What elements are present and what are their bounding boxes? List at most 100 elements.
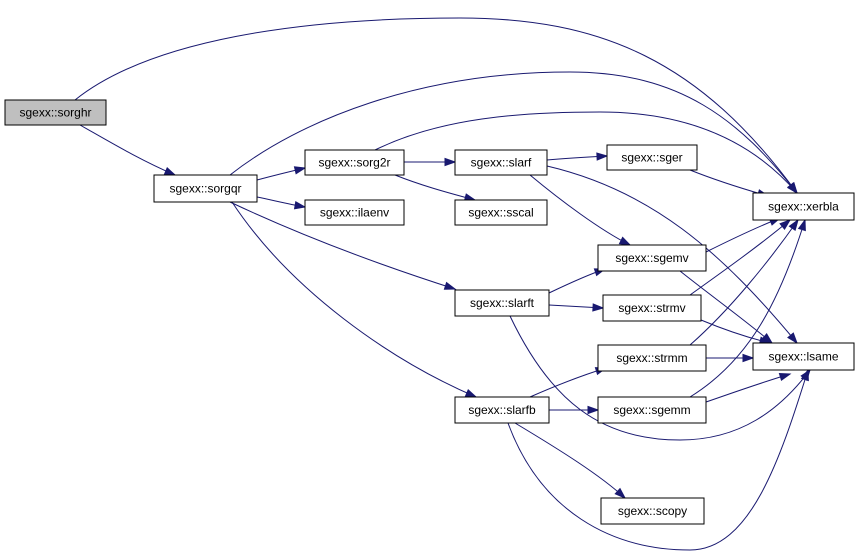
node-label: sgexx::sgemv	[615, 251, 688, 265]
node-strmv[interactable]: sgexx::strmv	[602, 294, 702, 322]
edge-line	[689, 169, 769, 197]
edge-sorghr-to-sorgqr	[79, 124, 177, 176]
arrowhead	[779, 219, 792, 230]
node-box	[752, 192, 855, 221]
node-box	[597, 396, 707, 424]
arrowhead	[587, 405, 600, 415]
node-box	[304, 149, 405, 176]
arrowhead	[293, 201, 307, 210]
node-label: sgexx::slarft	[470, 296, 535, 310]
node-box	[597, 244, 707, 272]
node-label: sgexx::sgemm	[613, 403, 690, 417]
node-sscal[interactable]: sgexx::sscal	[454, 199, 548, 226]
node-scopy[interactable]: sgexx::scopy	[600, 497, 705, 525]
edge-line	[529, 367, 607, 398]
arrowhead	[786, 182, 798, 195]
edge-slarfb-to-strmm	[529, 367, 608, 398]
nodes-layer: sgexx::sorghrsgexx::sorgqrsgexx::sorg2rs…	[4, 99, 855, 525]
edge-line	[689, 219, 791, 296]
node-box	[454, 396, 550, 424]
edge-strmm-to-xerbla	[689, 218, 799, 346]
arrowhead	[742, 353, 755, 363]
arrowhead	[778, 372, 792, 382]
node-sgemm[interactable]: sgexx::sgemm	[597, 396, 707, 424]
edge-line	[229, 201, 456, 290]
edge-line	[74, 17, 798, 194]
node-sgemv[interactable]: sgexx::sgemv	[597, 244, 707, 272]
node-sorgqr[interactable]: sgexx::sorgqr	[153, 174, 258, 203]
edge-sorg2r-to-sscal	[394, 174, 477, 202]
node-label: sgexx::scopy	[618, 504, 687, 518]
node-sorghr[interactable]: sgexx::sorghr	[4, 99, 107, 126]
arrowhead	[163, 166, 177, 176]
node-lsame[interactable]: sgexx::lsame	[752, 342, 855, 371]
edge-slarft-to-sgemv	[548, 268, 607, 294]
node-label: sgexx::ilaenv	[320, 206, 389, 220]
node-box	[153, 174, 258, 203]
edge-sorgqr-to-sorg2r	[256, 166, 307, 181]
node-box	[454, 199, 548, 226]
edge-sorgqr-to-ilaenv	[256, 196, 307, 210]
node-box	[600, 497, 705, 525]
edge-line	[509, 315, 811, 441]
arrowhead	[797, 218, 806, 232]
edge-sorgqr-to-slarft	[229, 201, 457, 290]
node-label: sgexx::sorg2r	[318, 156, 390, 170]
node-box	[4, 99, 107, 126]
arrowhead	[800, 368, 809, 382]
edge-slarf-to-sgemv	[529, 174, 632, 246]
edge-sorgqr-to-slarfb	[231, 201, 478, 398]
edge-slarf-to-lsame	[546, 165, 798, 345]
node-label: sgexx::strmm	[616, 351, 687, 365]
node-box	[304, 199, 405, 226]
node-box	[597, 344, 707, 372]
edge-slarfb-to-sgemm	[549, 405, 600, 415]
node-box	[752, 342, 855, 371]
edge-slarfb-to-scopy	[514, 422, 627, 500]
arrowhead	[788, 218, 799, 232]
edge-line	[689, 219, 806, 398]
edge-slarft-to-strmv	[548, 303, 605, 312]
edge-strmv-to-xerbla	[689, 219, 792, 296]
node-label: sgexx::xerbla	[768, 200, 839, 214]
arrowhead	[443, 281, 457, 290]
node-box	[606, 144, 698, 171]
node-xerbla[interactable]: sgexx::xerbla	[752, 192, 855, 221]
arrowhead	[293, 166, 307, 175]
node-label: sgexx::sorghr	[19, 106, 91, 120]
node-box	[602, 294, 702, 322]
edge-line	[394, 174, 476, 201]
arrowhead	[618, 236, 632, 246]
edge-line	[229, 71, 798, 194]
arrowhead	[596, 152, 609, 161]
arrowhead	[444, 157, 457, 167]
node-slarft[interactable]: sgexx::slarft	[454, 289, 550, 317]
node-strmm[interactable]: sgexx::strmm	[597, 344, 707, 372]
edge-sorg2r-to-xerbla	[374, 111, 798, 195]
node-label: sgexx::slarfb	[468, 403, 536, 417]
node-box	[454, 289, 550, 317]
edge-line	[679, 270, 773, 344]
node-sorg2r[interactable]: sgexx::sorg2r	[304, 149, 405, 176]
arrowhead	[614, 487, 627, 500]
node-label: sgexx::strmv	[618, 301, 685, 315]
arrowhead	[592, 303, 605, 312]
node-slarf[interactable]: sgexx::slarf	[454, 149, 548, 176]
edge-line	[79, 124, 176, 176]
node-sger[interactable]: sgexx::sger	[606, 144, 698, 171]
edge-line	[507, 369, 809, 551]
edge-strmv-to-lsame	[700, 319, 772, 345]
node-slarfb[interactable]: sgexx::slarfb	[454, 396, 550, 424]
node-label: sgexx::sorgqr	[169, 182, 241, 196]
node-label: sgexx::slarf	[471, 156, 532, 170]
node-ilaenv[interactable]: sgexx::ilaenv	[304, 199, 405, 226]
edges-layer	[74, 17, 811, 551]
edge-line	[529, 174, 631, 246]
edge-slarf-to-sger	[546, 152, 609, 161]
edge-line	[705, 373, 791, 403]
node-label: sgexx::sscal	[468, 206, 533, 220]
edge-line	[514, 422, 626, 499]
edge-slarfb-to-lsame	[507, 368, 809, 551]
arrowhead	[464, 388, 478, 398]
